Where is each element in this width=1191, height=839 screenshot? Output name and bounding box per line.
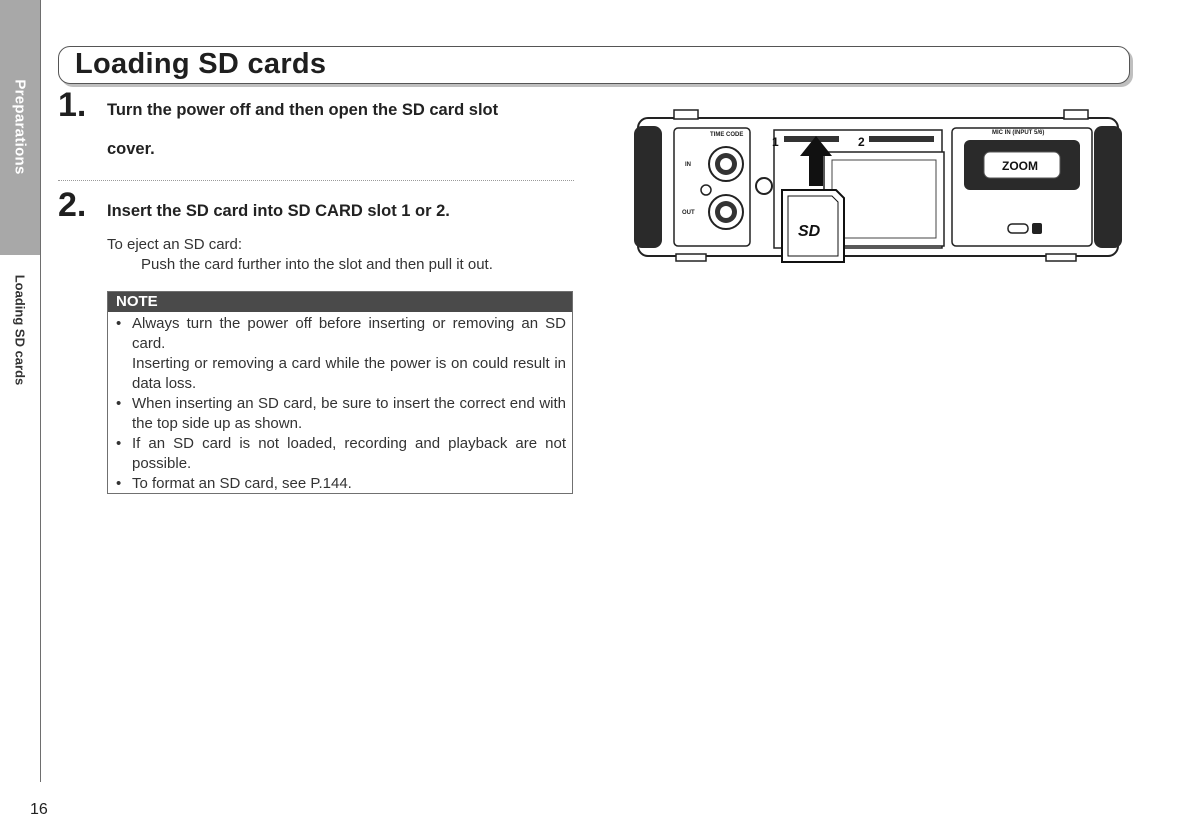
note-item-text: Inserting or removing a card while the p… [132, 355, 566, 392]
note-list: Always turn the power off before inserti… [108, 312, 572, 494]
note-item: If an SD card is not loaded, recording a… [114, 434, 566, 474]
time-code-label: TIME CODE [710, 132, 743, 138]
mic-in-label: MIC IN (INPUT 5/6) [992, 130, 1044, 136]
device-foot [675, 253, 707, 262]
brand-badge [983, 151, 1061, 179]
note-box: NOTE Always turn the power off before in… [107, 291, 573, 494]
device-left-bumper [634, 126, 662, 248]
eject-instruction: Push the card further into the slot and … [141, 256, 493, 273]
note-item-text: Always turn the power off before inserti… [132, 315, 566, 352]
insert-arrow-icon [800, 136, 832, 186]
sd-slot-1 [784, 136, 839, 142]
step-1-text-line2: cover. [107, 140, 155, 158]
recorder-illustration: TIME CODE IN OUT 1 2 SD MIC IN (INPUT 5/… [634, 109, 1122, 263]
step-2-number: 2. [58, 186, 87, 224]
slot-1-label: 1 [772, 135, 779, 149]
page-number: 16 [30, 801, 48, 818]
sidebar-section-label: Loading SD cards [12, 274, 28, 386]
screw-icon [700, 184, 712, 196]
note-item: To format an SD card, see P.144. [114, 474, 566, 494]
step-1-number: 1. [58, 86, 87, 124]
cover-knob [755, 177, 773, 195]
step-divider [58, 180, 574, 181]
device-top-tab [1063, 109, 1089, 120]
note-item: Always turn the power off before inserti… [114, 314, 566, 394]
step-1-text-line1: Turn the power off and then open the SD … [107, 101, 499, 119]
step-2-text: Insert the SD card into SD CARD slot 1 o… [107, 202, 450, 220]
sidebar-divider [40, 0, 41, 782]
note-heading: NOTE [108, 292, 572, 312]
brand-logo: ZOOM [1002, 159, 1038, 173]
slot-2-label: 2 [858, 135, 865, 149]
sidebar-tab-label: Preparations [11, 79, 29, 175]
lock-icon [1032, 223, 1042, 234]
sd-card-inner [787, 195, 839, 257]
sd-card [781, 189, 845, 263]
sd-slot-2 [869, 136, 934, 142]
note-item-text: If an SD card is not loaded, recording a… [132, 435, 566, 472]
led-indicator [1007, 223, 1029, 234]
out-label: OUT [682, 210, 695, 216]
sidebar-tab: Preparations [0, 0, 40, 255]
device-foot [1045, 253, 1077, 262]
bnc-out-core [720, 206, 732, 218]
in-label: IN [685, 162, 691, 168]
bnc-in-core [720, 158, 732, 170]
device-right-bumper [1094, 126, 1122, 248]
page-title: Loading SD cards [75, 48, 327, 80]
eject-heading: To eject an SD card: [107, 236, 243, 253]
sd-logo: SD [798, 223, 821, 240]
title-bar: Loading SD cards [58, 46, 1130, 84]
device-top-tab [673, 109, 699, 120]
note-item-text: When inserting an SD card, be sure to in… [132, 395, 566, 432]
note-item: When inserting an SD card, be sure to in… [114, 394, 566, 434]
timecode-panel [673, 127, 751, 247]
note-item-text: To format an SD card, see P.144. [132, 475, 352, 492]
